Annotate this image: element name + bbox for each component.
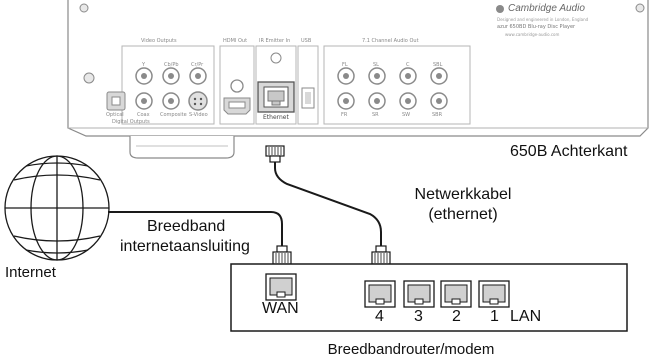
rj45-plug-router-wan <box>272 245 292 265</box>
brand-website: www.cambridge-audio.com <box>505 32 560 37</box>
internet-globe-icon <box>4 155 110 261</box>
panel-body <box>67 0 649 137</box>
hdmi-frame <box>219 45 255 125</box>
screw <box>83 72 95 84</box>
router-label: Breedbandrouter/modem <box>327 341 495 358</box>
audio-sl-label: SL <box>373 62 379 68</box>
rear-view-label: 650B Achterkant <box>510 143 628 160</box>
svideo-label: S-Video <box>189 112 208 118</box>
digital-outputs-label: Digital Outputs <box>112 119 150 125</box>
audio-c-label: C <box>406 62 410 68</box>
video-pr-label: Cr/Pr <box>191 62 204 68</box>
audio-fr-label: FR <box>341 112 348 118</box>
hdmi-out-label: HDMI Out <box>223 38 248 44</box>
video-outputs-label: Video Outputs <box>141 38 177 44</box>
audio-sbr-label: SBR <box>432 112 443 118</box>
lan-port-1 <box>478 280 510 308</box>
coax-label: Coax <box>137 112 150 118</box>
video-outputs-frame <box>121 45 215 125</box>
broadband-label-line1: Breedband <box>147 218 226 235</box>
audio-sw-label: SW <box>402 112 411 118</box>
lan-port-4-label: 4 <box>375 308 384 325</box>
audio-out-frame <box>323 45 471 125</box>
wan-port <box>265 273 297 301</box>
lan-port-3-label: 3 <box>414 308 423 325</box>
brand-tagline: Designed and engineered in London, Engla… <box>497 17 589 22</box>
video-pb-label: Cb/Pb <box>164 62 179 68</box>
audio-jacks <box>337 67 448 110</box>
video-y-label: Y <box>142 62 146 68</box>
ethernet-panel-label: Ethernet <box>263 114 289 121</box>
lan-port-2 <box>440 280 472 308</box>
lan-port-4 <box>364 280 396 308</box>
ir-jack <box>230 79 244 93</box>
rj45-plug-player <box>265 145 285 163</box>
audio-fl-label: FL <box>342 62 348 68</box>
audio-out-label: 7.1 Channel Audio Out <box>362 38 419 44</box>
panel-foot <box>129 136 235 159</box>
audio-sr-label: SR <box>372 112 379 118</box>
wan-label: WAN <box>262 300 299 317</box>
model-name: azur 650BD Blu-ray Disc Player <box>497 24 576 30</box>
component-video-jacks <box>135 67 207 85</box>
cambridge-logo-icon <box>496 5 504 13</box>
player-rear-panel <box>67 0 649 159</box>
rj45-plug-router-lan <box>371 245 391 265</box>
svideo-jack <box>188 91 208 111</box>
composite-label: Composite <box>160 112 187 118</box>
ethernet-cable <box>274 152 382 252</box>
ir-emitter-label: IR Emitter In <box>259 38 291 44</box>
router-box <box>230 263 628 332</box>
optical-label: Optical <box>106 112 124 118</box>
network-cable-label-line1: Netwerkkabel <box>414 186 512 203</box>
screw <box>635 3 645 13</box>
network-cable-label-line2: (ethernet) <box>428 206 498 223</box>
broadband-cable <box>108 211 283 252</box>
ethernet-frame <box>255 45 297 125</box>
lan-port-3 <box>403 280 435 308</box>
ir-emitter-jack <box>270 52 282 64</box>
usb-label: USB <box>301 38 312 44</box>
audio-sbl-label: SBL <box>433 62 443 68</box>
lan-port-1-label: 1 <box>490 308 499 325</box>
brand-name: Cambridge Audio <box>508 3 585 14</box>
lan-port-2-label: 2 <box>452 308 461 325</box>
lan-label: LAN <box>510 308 542 325</box>
broadband-label-line2: internetaansluiting <box>120 238 250 255</box>
screw <box>79 3 89 13</box>
usb-frame <box>297 45 319 125</box>
internet-label: Internet <box>5 264 56 281</box>
